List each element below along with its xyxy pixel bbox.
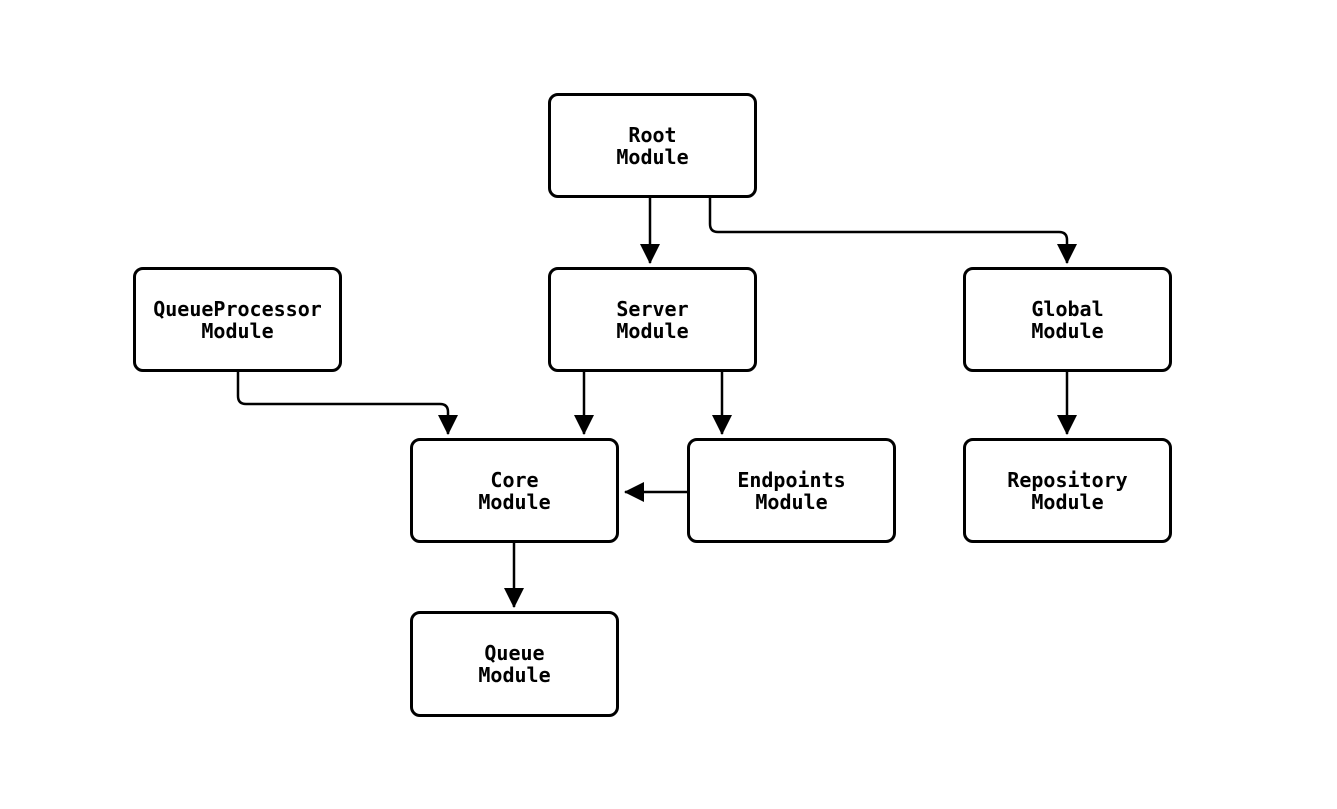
node-repository-module-label: Repository Module (1007, 467, 1128, 514)
node-root-module: Root Module (548, 93, 757, 198)
node-queueprocessor-module-label: QueueProcessor Module (153, 296, 322, 343)
node-global-module: Global Module (963, 267, 1172, 372)
node-root-module-label: Root Module (616, 122, 689, 169)
node-queue-module-label: Queue Module (478, 641, 551, 687)
node-queueprocessor-module: QueueProcessor Module (133, 267, 342, 372)
node-repository-module: Repository Module (963, 438, 1172, 543)
node-server-module-label: Server Module (616, 296, 689, 343)
node-endpoints-module-label: Endpoints Module (737, 467, 846, 514)
node-core-module: Core Module (410, 438, 619, 543)
node-core-module-label: Core Module (478, 467, 551, 514)
node-server-module: Server Module (548, 267, 757, 372)
node-endpoints-module: Endpoints Module (687, 438, 896, 543)
edge-queueprocessor-to-core (236, 372, 458, 435)
node-global-module-label: Global Module (1031, 296, 1104, 343)
edge-root-to-global (708, 198, 1077, 264)
node-queue-module: Queue Module (410, 611, 619, 717)
